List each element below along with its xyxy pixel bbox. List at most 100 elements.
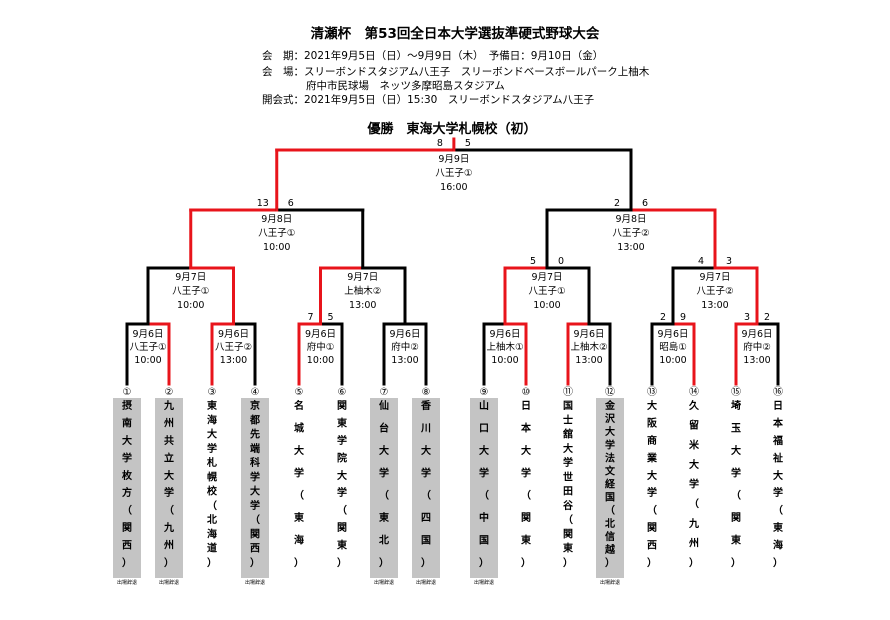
- r2-m2-venue: 上柚木②: [344, 285, 381, 297]
- team-15-name: 埼玉大学（関東）: [731, 399, 741, 569]
- r1-m7-date: 9月6日: [657, 329, 688, 340]
- r2-m4-date: 9月7日: [699, 272, 730, 283]
- r1-m2-time: 13:00: [220, 355, 247, 366]
- info-line-venues: 会 場：スリーボンドスタジアム八王子 スリーボンドベースボールパーク上柚木: [262, 65, 650, 78]
- r2-m3-score-right: 0: [558, 256, 564, 267]
- team-4-withdrawn-note: 出場辞退: [245, 579, 265, 586]
- r2-m4-score-left: 4: [698, 256, 704, 267]
- team-11-number: ⑪: [563, 386, 573, 398]
- team-2-number: ②: [165, 387, 174, 398]
- r1-m4-time: 13:00: [391, 355, 418, 366]
- team-8-withdrawn-note: 出場辞退: [416, 579, 436, 586]
- r2-m3-date: 9月7日: [531, 272, 562, 283]
- r3-m1-venue: 八王子①: [258, 228, 295, 239]
- r1-m2-date: 9月6日: [218, 329, 249, 340]
- r1-m7-venue: 昭島①: [659, 341, 687, 353]
- r4-m1-date: 9月9日: [438, 154, 469, 165]
- bracket-lines: [125, 137, 780, 386]
- team-1-withdrawn-note: 出場辞退: [117, 579, 137, 586]
- team-15-number: ⑮: [731, 386, 741, 398]
- r3-m2-date: 9月8日: [615, 214, 646, 225]
- team-6-number: ⑥: [338, 387, 347, 398]
- team-13-name: 大阪商業大学（関西）: [646, 399, 658, 569]
- r2-m4-time: 13:00: [701, 300, 728, 311]
- r1-m3-score-right: 5: [327, 312, 333, 323]
- r2-m2-time: 13:00: [349, 300, 376, 311]
- r3-m2-score-right: 6: [642, 198, 648, 209]
- team-columns: ①摂南大学枚方（関西）出場辞退②九州共立大学（九州）出場辞退③東海大学札幌校（北…: [113, 386, 784, 586]
- team-4-number: ④: [251, 387, 260, 398]
- r1-m7-time: 10:00: [659, 355, 686, 366]
- team-12-name: 金沢大学法文経国（北信越）: [604, 399, 616, 569]
- team-5-number: ⑤: [295, 387, 304, 398]
- team-12-withdrawn-bg: [596, 398, 624, 578]
- team-7-withdrawn-note: 出場辞退: [374, 579, 394, 586]
- r1-m5-time: 10:00: [491, 355, 518, 366]
- r1-m5-venue: 上柚木①: [486, 341, 523, 353]
- r1-m2-venue: 八王子②: [215, 342, 252, 353]
- team-14-name: 久留米大学（九州）: [688, 399, 700, 569]
- team-16-name: 日本福祉大学（東海）: [772, 400, 784, 569]
- team-8-withdrawn-bg: [412, 398, 440, 578]
- team-10-number: ⑩: [522, 387, 531, 398]
- team-4-withdrawn-bg: [241, 398, 269, 578]
- r1-m3-venue: 府中①: [307, 341, 335, 353]
- team-9-withdrawn-note: 出場辞退: [474, 579, 494, 586]
- r2-m3-score-left: 5: [530, 256, 536, 267]
- r1-m3-score-left: 7: [307, 312, 313, 323]
- team-16-number: ⑯: [773, 386, 783, 398]
- r3-m2-time: 13:00: [617, 242, 644, 253]
- r4-m1-score-right: 5: [465, 138, 471, 149]
- team-12-withdrawn-note: 出場辞退: [600, 579, 620, 586]
- r1-m6-date: 9月6日: [573, 329, 604, 340]
- r4-m1-venue: 八王子①: [435, 168, 472, 179]
- r3-m2-venue: 八王子②: [612, 228, 649, 239]
- r1-m8-date: 9月6日: [741, 329, 772, 340]
- r1-m3-time: 10:00: [307, 355, 334, 366]
- team-1-name: 摂南大学枚方（関西）: [122, 399, 133, 569]
- r4-m1-time: 16:00: [440, 182, 467, 193]
- team-13-number: ⑬: [647, 386, 657, 398]
- r1-m8-time: 13:00: [743, 355, 770, 366]
- r1-m8-score-right: 2: [764, 312, 770, 323]
- r1-m4-venue: 府中②: [391, 341, 419, 353]
- team-9-number: ⑨: [480, 387, 489, 398]
- r1-m8-venue: 府中②: [743, 341, 771, 353]
- team-7-name: 仙台大学（東北）: [379, 399, 389, 569]
- r3-m1-score-left: 13: [257, 198, 269, 209]
- team-6-name: 関東学院大学（関東）: [337, 400, 347, 569]
- r1-m4-date: 9月6日: [389, 329, 420, 340]
- team-4-name: 京都先端科学大学（関西）: [249, 399, 260, 569]
- r2-m4-score-right: 3: [726, 256, 732, 267]
- r1-m5-date: 9月6日: [489, 329, 520, 340]
- team-9-withdrawn-bg: [470, 398, 498, 578]
- r1-m1-venue: 八王子①: [129, 342, 166, 353]
- info-line-opening: 開会式：2021年9月5日（日）15:30 スリーボンドスタジアム八王子: [262, 93, 594, 106]
- r2-m3-time: 10:00: [533, 300, 560, 311]
- team-5-name: 名城大学（東海）: [294, 399, 304, 569]
- r1-m3-date: 9月6日: [305, 329, 336, 340]
- team-1-withdrawn-bg: [113, 398, 141, 578]
- r3-m1-score-right: 6: [288, 198, 294, 209]
- team-2-withdrawn-note: 出場辞退: [159, 579, 179, 586]
- r2-m1-date: 9月7日: [175, 272, 206, 283]
- team-3-name: 東海大学札幌校（北海道）: [206, 399, 218, 569]
- team-2-name: 九州共立大学（九州）: [163, 399, 174, 569]
- champion-label: 優勝 東海大学札幌校（初）: [366, 121, 536, 137]
- r3-m1-time: 10:00: [263, 242, 290, 253]
- info-line-venues-2: 府中市民球場 ネッツ多摩昭島スタジアム: [306, 79, 505, 92]
- info-line-period: 会 期：2021年9月5日（日）～9月9日（木） 予備日：9月10日（金）: [262, 49, 603, 62]
- team-7-withdrawn-bg: [370, 398, 398, 578]
- r1-m6-time: 13:00: [575, 355, 602, 366]
- r4-m1-score-left: 8: [437, 138, 443, 149]
- r1-m8-score-left: 3: [744, 312, 750, 323]
- r3-m1-date: 9月8日: [261, 214, 292, 225]
- team-14-number: ⑭: [689, 386, 699, 398]
- team-2-withdrawn-bg: [155, 398, 183, 578]
- r1-m6-venue: 上柚木②: [570, 341, 607, 353]
- team-8-number: ⑧: [422, 387, 431, 398]
- r2-m2-date: 9月7日: [347, 272, 378, 283]
